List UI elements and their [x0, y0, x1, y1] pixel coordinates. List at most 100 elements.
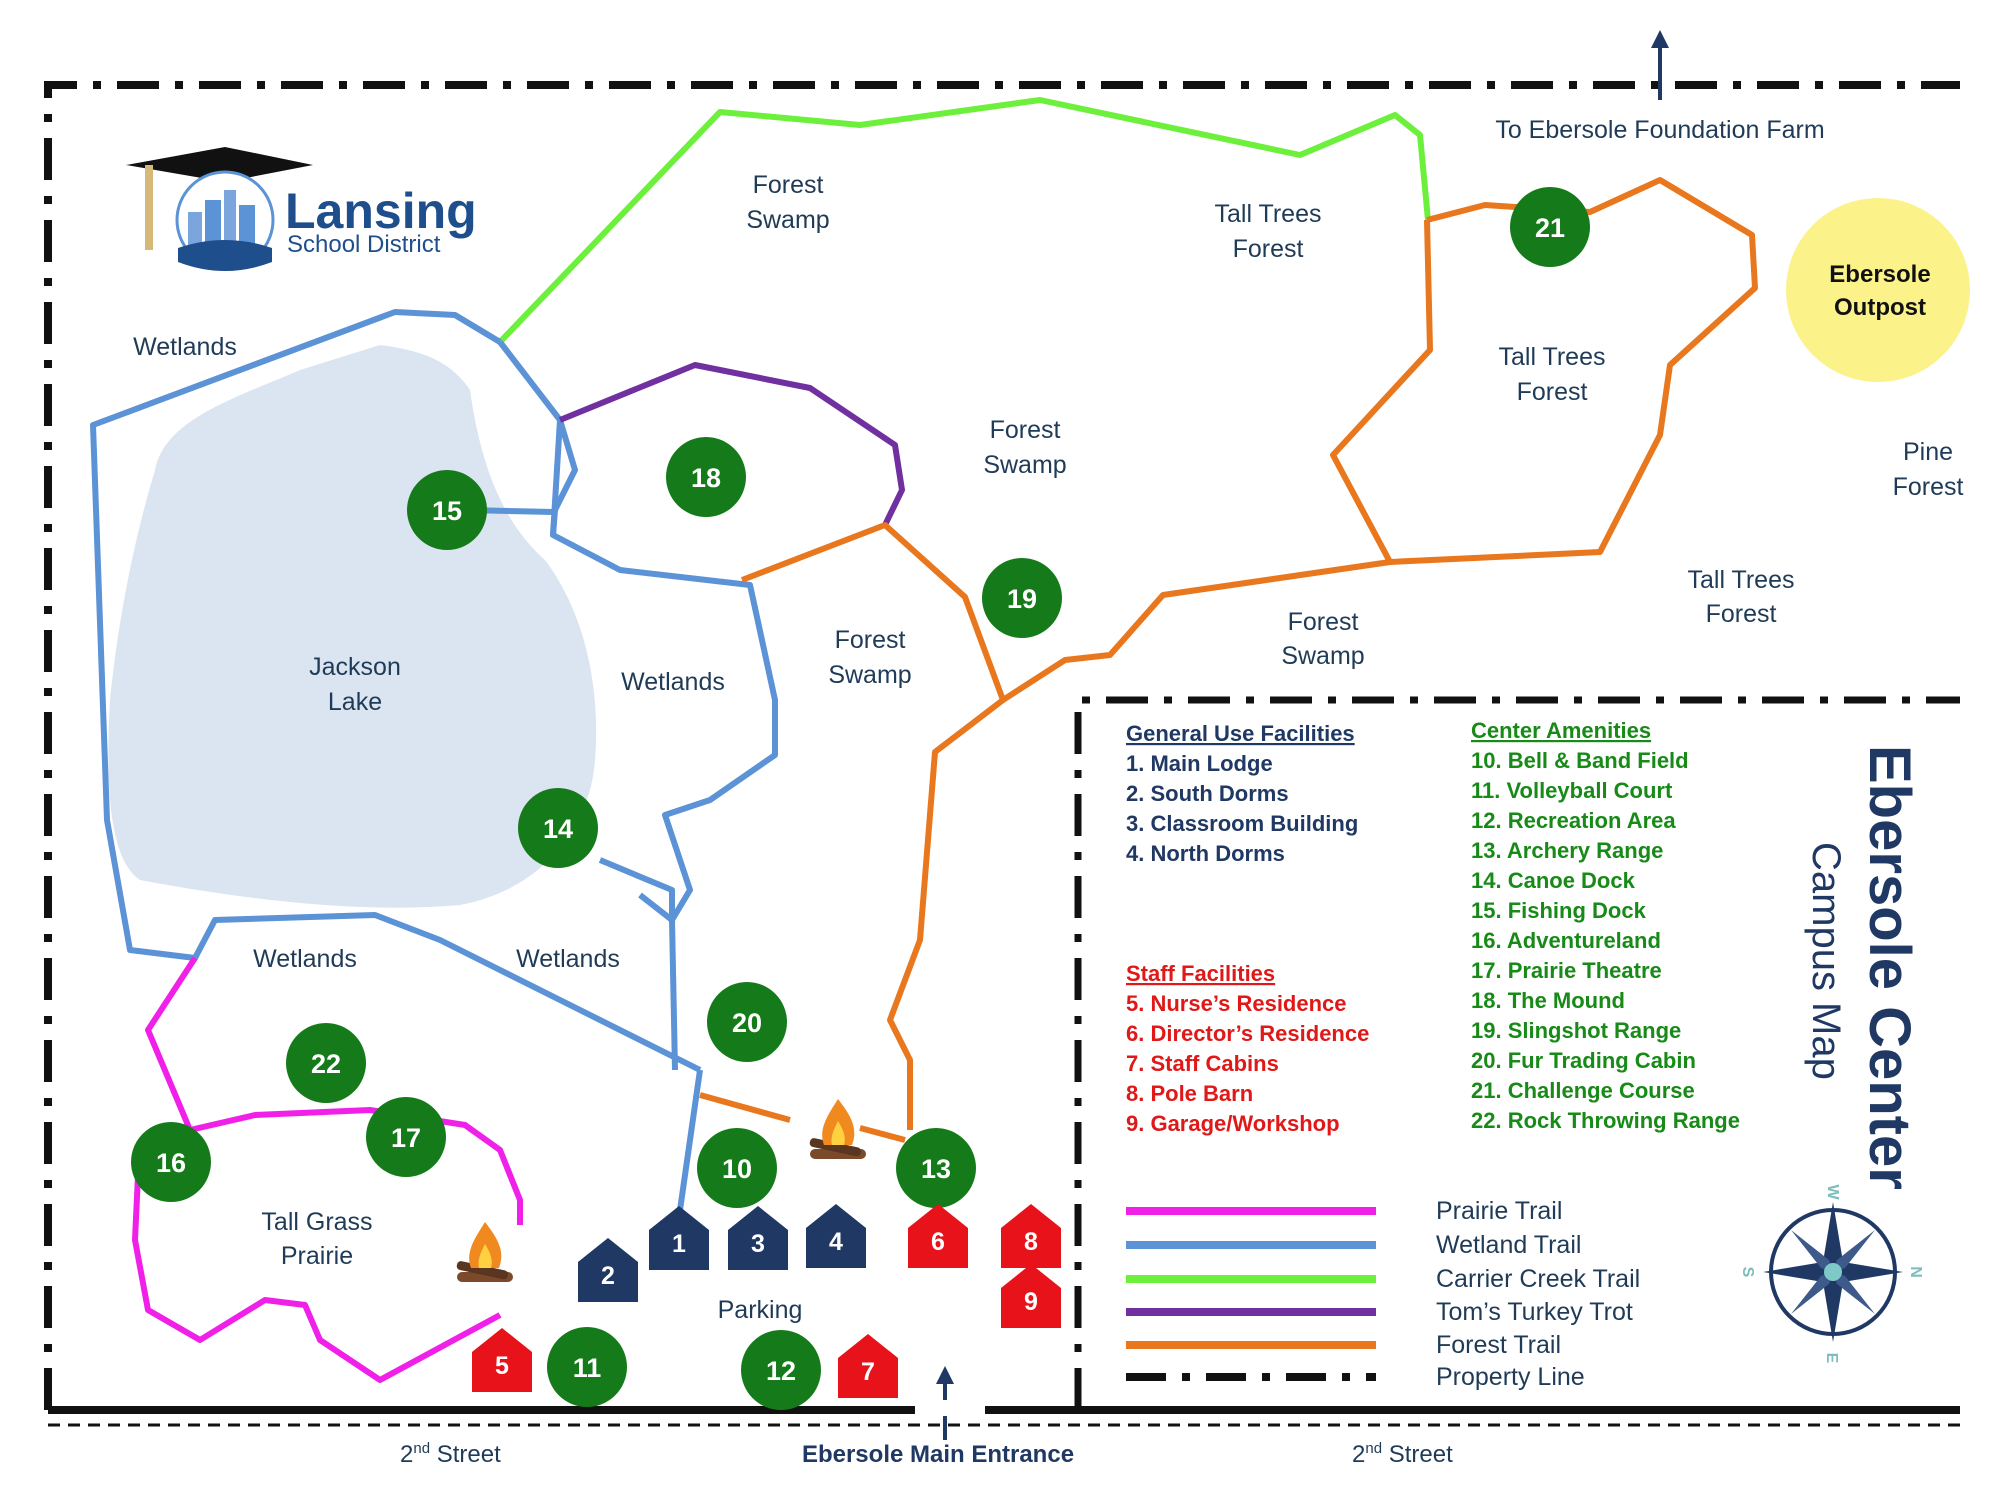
- svg-text:Parking: Parking: [718, 1296, 803, 1324]
- svg-text:Forest: Forest: [753, 171, 824, 199]
- svg-text:Swamp: Swamp: [983, 451, 1066, 479]
- carrier-creek-trail: [497, 97, 1431, 345]
- building-8[interactable]: 8: [1001, 1204, 1061, 1268]
- svg-text:22. Rock Throwing Range: 22. Rock Throwing Range: [1471, 1108, 1740, 1133]
- compass-icon: W N E S: [1739, 1184, 1924, 1363]
- outpost-label-1: Ebersole: [1829, 261, 1930, 288]
- legend-amenities: Center Amenities 10. Bell & Band Field 1…: [1471, 718, 1740, 1133]
- street-label-left: 2nd Street: [400, 1440, 501, 1468]
- svg-text:5. Nurse’s Residence: 5. Nurse’s Residence: [1126, 991, 1347, 1016]
- campfire-icon: [809, 1099, 866, 1159]
- svg-text:Forest: Forest: [990, 416, 1061, 444]
- svg-text:7: 7: [861, 1358, 875, 1386]
- wetland-trail: [90, 309, 778, 1211]
- svg-text:Swamp: Swamp: [828, 661, 911, 689]
- svg-text:12. Recreation Area: 12. Recreation Area: [1471, 808, 1676, 833]
- svg-text:Jackson: Jackson: [309, 653, 401, 681]
- svg-text:16: 16: [156, 1148, 186, 1178]
- svg-text:8. Pole Barn: 8. Pole Barn: [1126, 1081, 1253, 1106]
- building-2[interactable]: 2: [578, 1238, 638, 1302]
- building-4[interactable]: 4: [806, 1204, 866, 1268]
- svg-text:Tall Grass: Tall Grass: [261, 1208, 372, 1236]
- legend-trails: Prairie Trail Wetland Trail Carrier Cree…: [1126, 1197, 1640, 1391]
- pin-10[interactable]: 10: [697, 1128, 777, 1208]
- map-title: Ebersole Center: [1857, 745, 1922, 1190]
- svg-text:Carrier Creek Trail: Carrier Creek Trail: [1436, 1265, 1640, 1293]
- pin-18[interactable]: 18: [666, 437, 746, 517]
- svg-text:Wetlands: Wetlands: [253, 945, 357, 973]
- svg-text:3: 3: [751, 1230, 765, 1258]
- svg-text:21: 21: [1535, 213, 1565, 243]
- building-7[interactable]: 7: [838, 1334, 898, 1398]
- building-5[interactable]: 5: [472, 1328, 532, 1392]
- svg-text:3. Classroom Building: 3. Classroom Building: [1126, 811, 1358, 836]
- svg-text:15: 15: [432, 496, 462, 526]
- svg-text:Property Line: Property Line: [1436, 1363, 1585, 1391]
- svg-text:22: 22: [311, 1049, 341, 1079]
- svg-text:S: S: [1739, 1267, 1756, 1278]
- svg-text:20. Fur Trading Cabin: 20. Fur Trading Cabin: [1471, 1048, 1696, 1073]
- svg-text:Tall Trees: Tall Trees: [1215, 200, 1322, 228]
- svg-text:Wetlands: Wetlands: [516, 945, 620, 973]
- building-3[interactable]: 3: [728, 1206, 788, 1270]
- svg-text:15. Fishing Dock: 15. Fishing Dock: [1471, 898, 1647, 923]
- svg-text:Prairie Trail: Prairie Trail: [1436, 1197, 1562, 1225]
- svg-text:18: 18: [691, 463, 721, 493]
- svg-text:General Use Facilities: General Use Facilities: [1126, 721, 1355, 746]
- legend-general: General Use Facilities 1. Main Lodge 2. …: [1126, 721, 1358, 866]
- pin-22[interactable]: 22: [286, 1023, 366, 1103]
- svg-text:E: E: [1823, 1353, 1840, 1364]
- svg-text:21. Challenge Course: 21. Challenge Course: [1471, 1078, 1695, 1103]
- svg-text:Prairie: Prairie: [281, 1242, 353, 1270]
- street-label-right: 2nd Street: [1352, 1440, 1453, 1468]
- pin-16[interactable]: 16: [131, 1122, 211, 1202]
- map-subtitle: Campus Map: [1804, 842, 1848, 1080]
- campfire-icon: [456, 1222, 513, 1282]
- svg-text:Lansing: Lansing: [285, 183, 477, 239]
- svg-text:12: 12: [766, 1356, 796, 1386]
- svg-text:11. Volleyball Court: 11. Volleyball Court: [1471, 778, 1673, 803]
- svg-text:2. South Dorms: 2. South Dorms: [1126, 781, 1289, 806]
- building-6[interactable]: 6: [908, 1204, 968, 1268]
- pin-20[interactable]: 20: [707, 982, 787, 1062]
- amenity-pins: 10 11 12 13 14 15 16 17 18 19 20 21 22: [131, 187, 1590, 1410]
- pin-21[interactable]: 21: [1510, 187, 1590, 267]
- pin-13[interactable]: 13: [896, 1128, 976, 1208]
- svg-text:13: 13: [921, 1154, 951, 1184]
- svg-text:Wetlands: Wetlands: [133, 333, 237, 361]
- outpost-label-2: Outpost: [1834, 294, 1926, 321]
- svg-text:9. Garage/Workshop: 9. Garage/Workshop: [1126, 1111, 1340, 1136]
- pin-17[interactable]: 17: [366, 1097, 446, 1177]
- svg-text:Forest Trail: Forest Trail: [1436, 1331, 1561, 1359]
- prairie-trail: [132, 956, 523, 1383]
- pin-12[interactable]: 12: [741, 1330, 821, 1410]
- svg-text:19. Slingshot Range: 19. Slingshot Range: [1471, 1018, 1681, 1043]
- svg-text:1. Main Lodge: 1. Main Lodge: [1126, 751, 1273, 776]
- svg-text:7. Staff Cabins: 7. Staff Cabins: [1126, 1051, 1279, 1076]
- pin-14[interactable]: 14: [518, 788, 598, 868]
- pin-11[interactable]: 11: [547, 1327, 627, 1407]
- svg-text:Swamp: Swamp: [746, 206, 829, 234]
- svg-text:Wetlands: Wetlands: [621, 668, 725, 696]
- pin-15[interactable]: 15: [407, 470, 487, 550]
- svg-text:4: 4: [829, 1228, 843, 1256]
- forest-trail: [699, 177, 1758, 1143]
- farm-link-text[interactable]: To Ebersole Foundation Farm: [1495, 116, 1824, 144]
- svg-text:8: 8: [1024, 1228, 1038, 1256]
- lansing-logo: Lansing School District: [126, 147, 477, 271]
- svg-text:16. Adventureland: 16. Adventureland: [1471, 928, 1661, 953]
- main-entrance-label[interactable]: Ebersole Main Entrance: [802, 1441, 1074, 1468]
- svg-text:10. Bell & Band Field: 10. Bell & Band Field: [1471, 748, 1689, 773]
- svg-text:N: N: [1907, 1266, 1924, 1278]
- ebersole-outpost[interactable]: [1786, 198, 1970, 382]
- building-1[interactable]: 1: [649, 1206, 709, 1270]
- svg-text:17. Prairie Theatre: 17. Prairie Theatre: [1471, 958, 1662, 983]
- svg-text:17: 17: [391, 1123, 421, 1153]
- pin-19[interactable]: 19: [982, 558, 1062, 638]
- property-line: [44, 81, 1960, 1410]
- svg-text:Forest: Forest: [1288, 608, 1359, 636]
- svg-text:Staff Facilities: Staff Facilities: [1126, 961, 1275, 986]
- building-9[interactable]: 9: [1001, 1264, 1061, 1328]
- legend-staff: Staff Facilities 5. Nurse’s Residence 6.…: [1126, 961, 1369, 1136]
